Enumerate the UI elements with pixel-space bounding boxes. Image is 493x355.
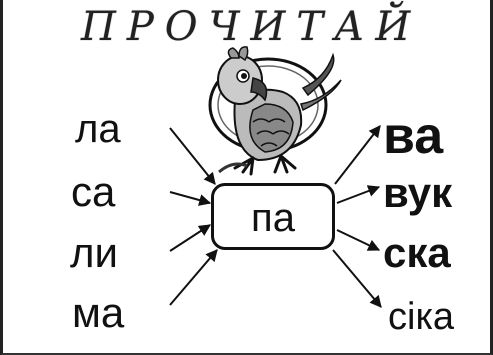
left-syllable: ма	[72, 289, 125, 336]
right-syllable: вук	[383, 169, 453, 216]
left-syllable: ла	[75, 107, 121, 151]
page-title: ПРОЧИТАЙ	[81, 4, 422, 50]
arrow-center-to-right	[336, 229, 381, 251]
right-syllable: ва	[383, 107, 444, 165]
center-syllable: па	[251, 196, 295, 240]
arrow-left-to-center	[169, 249, 218, 306]
right-syllable: ска	[383, 229, 451, 276]
arrow-center-to-right	[332, 249, 382, 308]
left-syllable: са	[71, 168, 116, 215]
arrow-left-to-center	[169, 191, 212, 206]
right-syllable: сіка	[388, 296, 455, 338]
arrows	[169, 125, 382, 308]
arrow-center-to-right	[334, 125, 381, 185]
arrow-center-to-right	[336, 185, 381, 204]
arrow-left-to-center	[169, 127, 216, 185]
center-syllable-box: па	[211, 183, 335, 250]
left-syllable: ли	[70, 229, 118, 276]
arrow-left-to-center	[169, 224, 212, 252]
parrot-picture	[208, 46, 342, 176]
